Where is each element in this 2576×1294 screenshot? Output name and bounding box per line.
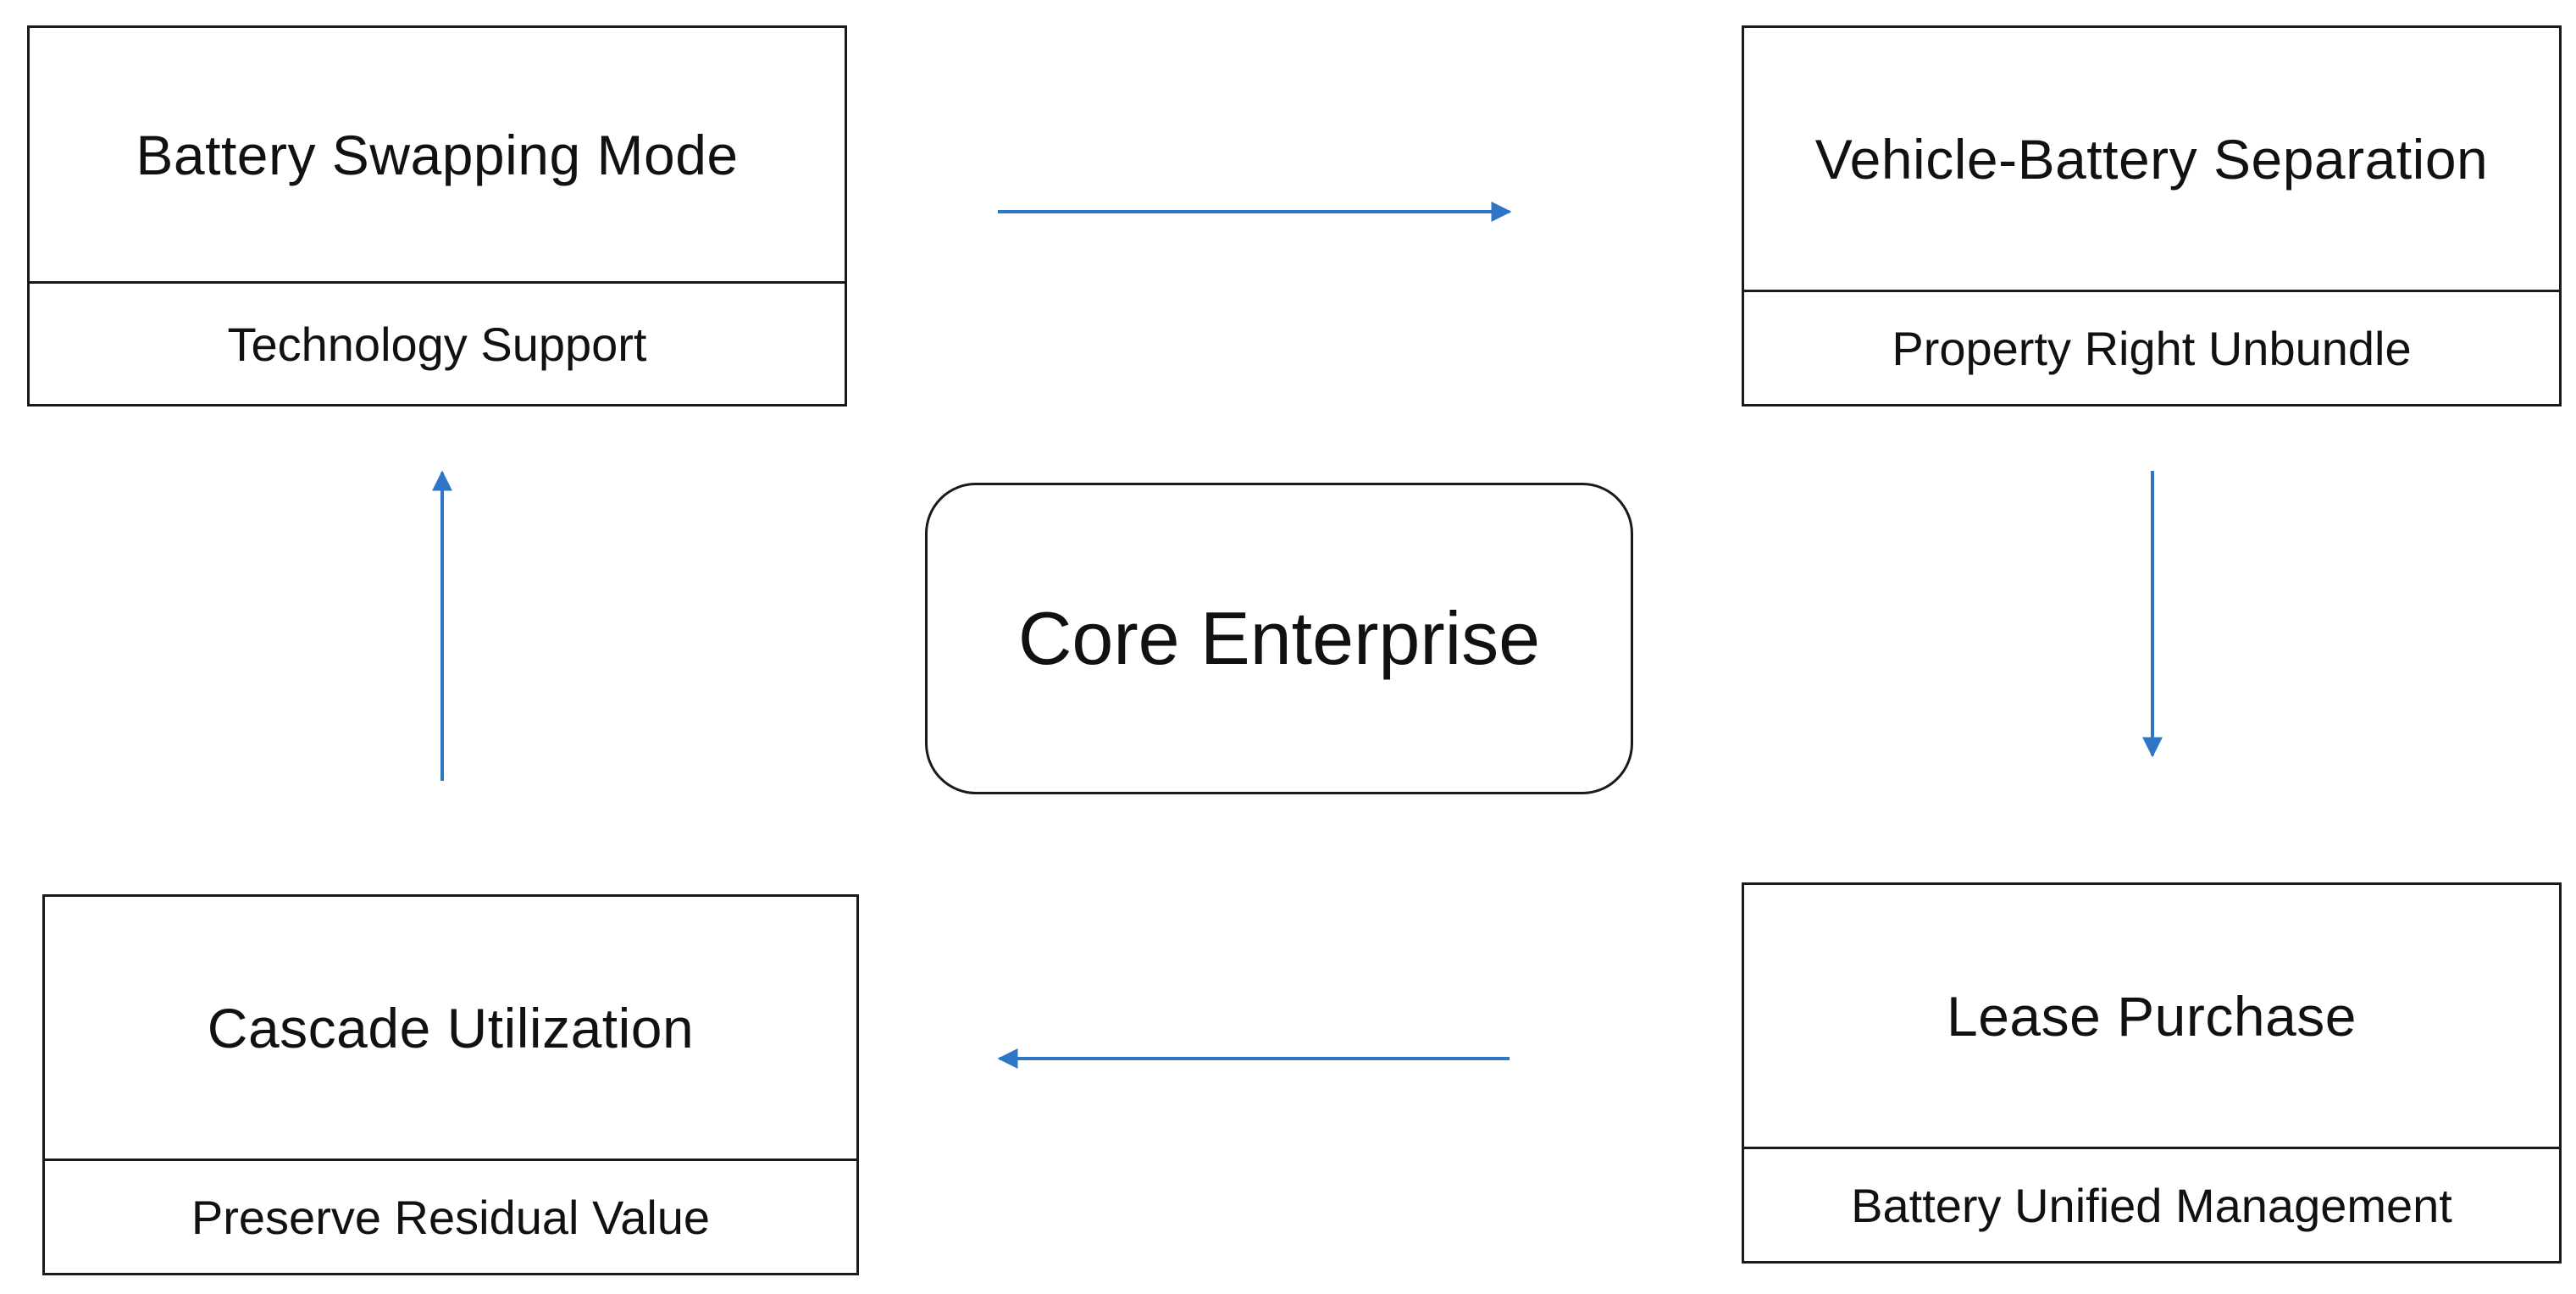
node-subtitle: Technology Support — [30, 281, 845, 404]
node-subtitle: Preserve Residual Value — [45, 1159, 856, 1273]
node-title: Lease Purchase — [1947, 984, 2357, 1048]
node-cascade-utilization: Cascade Utilization Preserve Residual Va… — [42, 894, 859, 1275]
node-title: Battery Swapping Mode — [136, 123, 739, 186]
node-vehicle-battery-separation: Vehicle-Battery Separation Property Righ… — [1742, 25, 2562, 406]
node-title: Cascade Utilization — [207, 996, 695, 1059]
node-subtitle: Property Right Unbundle — [1744, 290, 2559, 404]
node-lease-purchase: Lease Purchase Battery Unified Managemen… — [1742, 882, 2562, 1264]
node-core-enterprise: Core Enterprise — [925, 483, 1633, 794]
node-battery-swapping-mode: Battery Swapping Mode Technology Support — [27, 25, 847, 406]
node-subtitle: Battery Unified Management — [1744, 1147, 2559, 1261]
node-title: Vehicle-Battery Separation — [1814, 127, 2489, 191]
